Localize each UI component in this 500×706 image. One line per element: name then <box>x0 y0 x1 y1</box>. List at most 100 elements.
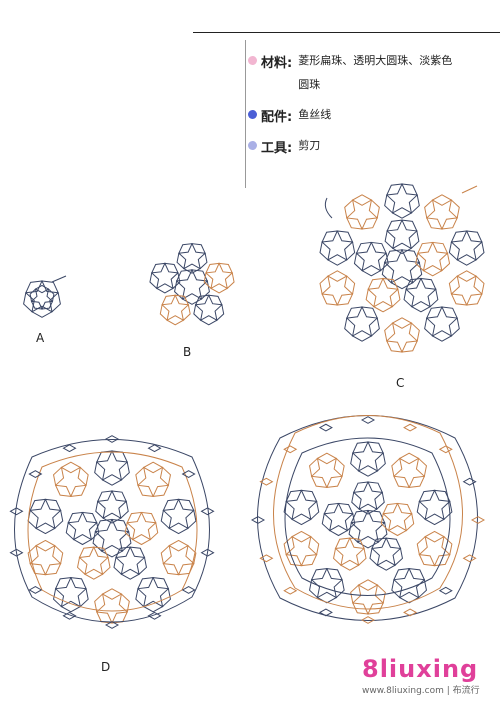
bead-shape <box>95 450 113 463</box>
bead-shape <box>351 194 373 206</box>
bead-shape <box>285 553 303 567</box>
bead-shape <box>418 489 436 503</box>
bead-shape <box>332 547 344 567</box>
figure-b-diagram <box>149 243 235 326</box>
bead-shape <box>392 547 404 567</box>
bead-shape <box>367 441 385 454</box>
bead-shape <box>199 315 218 326</box>
bead-shape <box>344 317 356 337</box>
figure-d-diagram <box>9 435 215 629</box>
bead-shape <box>77 587 89 608</box>
bead-shape <box>418 553 436 567</box>
bead-shape <box>147 611 162 620</box>
bead-shape <box>23 291 35 313</box>
bead-shape <box>181 470 196 478</box>
bead-shape <box>214 303 225 322</box>
materials-value-cont: 圆珠 <box>298 78 321 91</box>
bead-shape <box>137 577 154 590</box>
bead-shape <box>310 475 328 488</box>
bead-shape <box>361 217 379 230</box>
accessories-value: 鱼丝线 <box>298 108 332 121</box>
bead-shape <box>431 330 453 342</box>
bead-shape <box>200 548 215 557</box>
bead-shape <box>166 315 185 326</box>
bead-shape <box>344 241 356 261</box>
bead-shape <box>403 288 415 308</box>
figure-a-label: A <box>36 331 45 345</box>
bead-shape <box>308 500 320 521</box>
bead-shape <box>441 217 459 230</box>
bead-shape <box>62 444 77 453</box>
bead-shape <box>185 509 197 530</box>
bead-shape <box>159 587 172 608</box>
bead-shape <box>408 322 420 342</box>
bead-shape <box>160 544 172 565</box>
bead-shape <box>81 511 98 524</box>
thread-line <box>284 437 451 596</box>
bead-shape <box>441 306 459 319</box>
bead-shape <box>361 306 379 319</box>
bead-shape <box>367 602 385 615</box>
bead-shape <box>383 249 403 263</box>
bead-shape <box>345 306 363 319</box>
bead-shape <box>369 547 380 567</box>
bead-shape <box>149 271 160 290</box>
bead-shape <box>118 593 130 613</box>
materials-panel: 材料: 菱形扁珠、透明大圆珠、淡紫色 圆珠 配件: 鱼丝线 工具: 剪刀 <box>248 52 493 168</box>
bead-shape <box>62 611 77 620</box>
bead-shape <box>60 461 82 474</box>
bead-shape <box>200 507 215 516</box>
bead-shape <box>316 591 338 604</box>
bead-shape <box>310 568 328 581</box>
bead-shape <box>161 294 177 306</box>
bead-shape <box>367 481 384 493</box>
bead-shape <box>175 269 193 282</box>
bead-shape <box>384 229 396 250</box>
bead-shape <box>83 568 104 580</box>
bead-shape <box>473 241 485 261</box>
bead-shape <box>374 491 385 511</box>
bead-shape <box>300 553 318 567</box>
bead-shape <box>387 525 408 537</box>
bead-shape <box>350 452 362 472</box>
bead-shape <box>408 194 420 214</box>
bead-shape <box>334 537 351 550</box>
lavender-bullet-icon <box>248 141 257 150</box>
thread-line <box>51 275 67 283</box>
bead-shape <box>224 271 235 290</box>
bead-shape <box>176 252 187 270</box>
bead-shape <box>259 477 274 486</box>
bead-shape <box>150 262 166 274</box>
bead-shape <box>96 490 113 502</box>
accessories-key: 配件: <box>261 110 293 125</box>
bead-shape <box>374 452 386 472</box>
bead-shape <box>448 199 460 219</box>
bead-shape <box>52 466 65 487</box>
bead-shape <box>333 578 345 599</box>
bead-shape <box>326 254 348 266</box>
bead-shape <box>70 577 87 590</box>
bead-shape <box>431 194 453 206</box>
bead-shape <box>290 513 312 526</box>
bead-shape <box>398 452 420 465</box>
bead-shape <box>118 461 130 481</box>
bead-shape <box>473 275 485 295</box>
materials-value: 菱形扁珠、透明大圆珠、淡紫色 <box>298 54 453 67</box>
bead-shape <box>391 457 403 478</box>
bead-shape <box>52 544 64 565</box>
bead-shape <box>120 568 141 580</box>
bead-shape <box>410 300 432 313</box>
thread-line <box>14 439 210 623</box>
bead-shape <box>401 340 419 353</box>
bead-shape <box>384 322 396 342</box>
bead-shape <box>111 490 128 502</box>
bead-shape <box>152 484 170 497</box>
bead-shape <box>424 199 436 219</box>
bead-shape <box>408 229 420 250</box>
watermark-sub: www.8liuxing.com | 布流行 <box>362 683 498 696</box>
bead-shape <box>403 423 418 432</box>
bead-shape <box>448 241 460 261</box>
bead-shape <box>351 441 369 454</box>
bead-shape <box>259 554 274 563</box>
bead-shape <box>159 303 170 322</box>
